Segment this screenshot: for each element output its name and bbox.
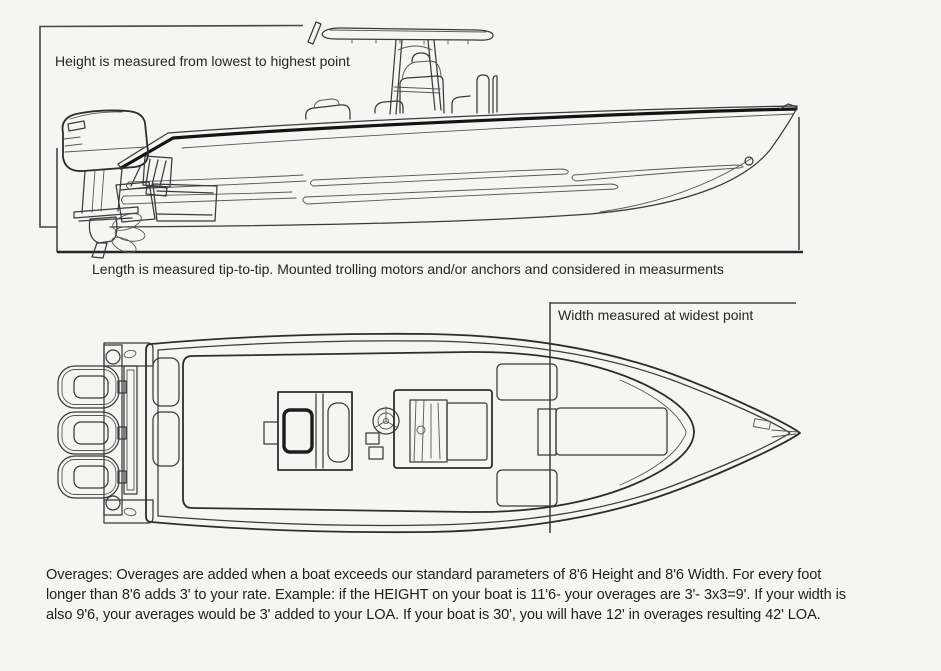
bow-rail-tip [779, 103, 798, 110]
console-top [263, 391, 353, 471]
motor-2 [57, 411, 120, 455]
t-top-and-console [305, 21, 498, 120]
helm-seat-top [393, 389, 493, 469]
transom-hardware [103, 342, 154, 524]
t-top-roof [321, 27, 494, 41]
deck-fittings [152, 357, 799, 507]
propeller [111, 213, 146, 254]
bow-anchor-roller [752, 418, 799, 438]
center-console [399, 75, 445, 114]
t-top-rear-leg [427, 39, 442, 111]
antenna [307, 21, 322, 45]
outboard-motor-side [61, 109, 173, 259]
bow-locker-starboard [496, 469, 558, 507]
length-measurement-lines [56, 117, 803, 254]
motor-bracket [142, 155, 173, 188]
transom-box-top [152, 357, 180, 407]
bow-platform [555, 407, 668, 456]
outboard-motors-top [57, 365, 120, 499]
width-measurement-lines [549, 302, 796, 533]
aft-bench [305, 104, 351, 120]
height-measurement-label: Height is measured from lowest to highes… [55, 53, 350, 69]
cockpit-liner [182, 351, 695, 513]
overages-note: Overages: Overages are added when a boat… [46, 565, 846, 625]
hull-strakes [121, 164, 744, 205]
overages-line-1: Overages: Overages are added when a boat… [46, 567, 822, 583]
bow-locker-port [496, 363, 558, 401]
helm-seat-side [451, 95, 471, 114]
console-pod [411, 52, 431, 63]
side-view-drawing [39, 21, 803, 259]
width-measurement-label: Width measured at widest point [558, 307, 754, 323]
hull-top [145, 332, 801, 534]
top-view-drawing [57, 302, 801, 534]
hull-side [109, 103, 798, 228]
leaning-post [374, 100, 404, 114]
throttle-control [365, 432, 380, 445]
bow-eye [744, 156, 754, 166]
backrest-slats [476, 74, 498, 114]
overages-line-3: also 9'6, your averages would be 3' adde… [46, 607, 821, 623]
length-measurement-caption: Length is measured tip-to-tip. Mounted t… [92, 261, 724, 277]
overages-line-2: longer than 8'6 adds 3' to your rate. Ex… [46, 587, 846, 603]
transom-box-bottom [152, 411, 180, 467]
motor-mount-bar [123, 365, 138, 495]
motor-3 [57, 455, 120, 499]
motor-1 [57, 365, 120, 409]
console-screen [282, 408, 314, 454]
motor-skeg [91, 242, 108, 259]
height-measurement-lines [39, 24, 304, 228]
steering-wheel [372, 406, 400, 435]
